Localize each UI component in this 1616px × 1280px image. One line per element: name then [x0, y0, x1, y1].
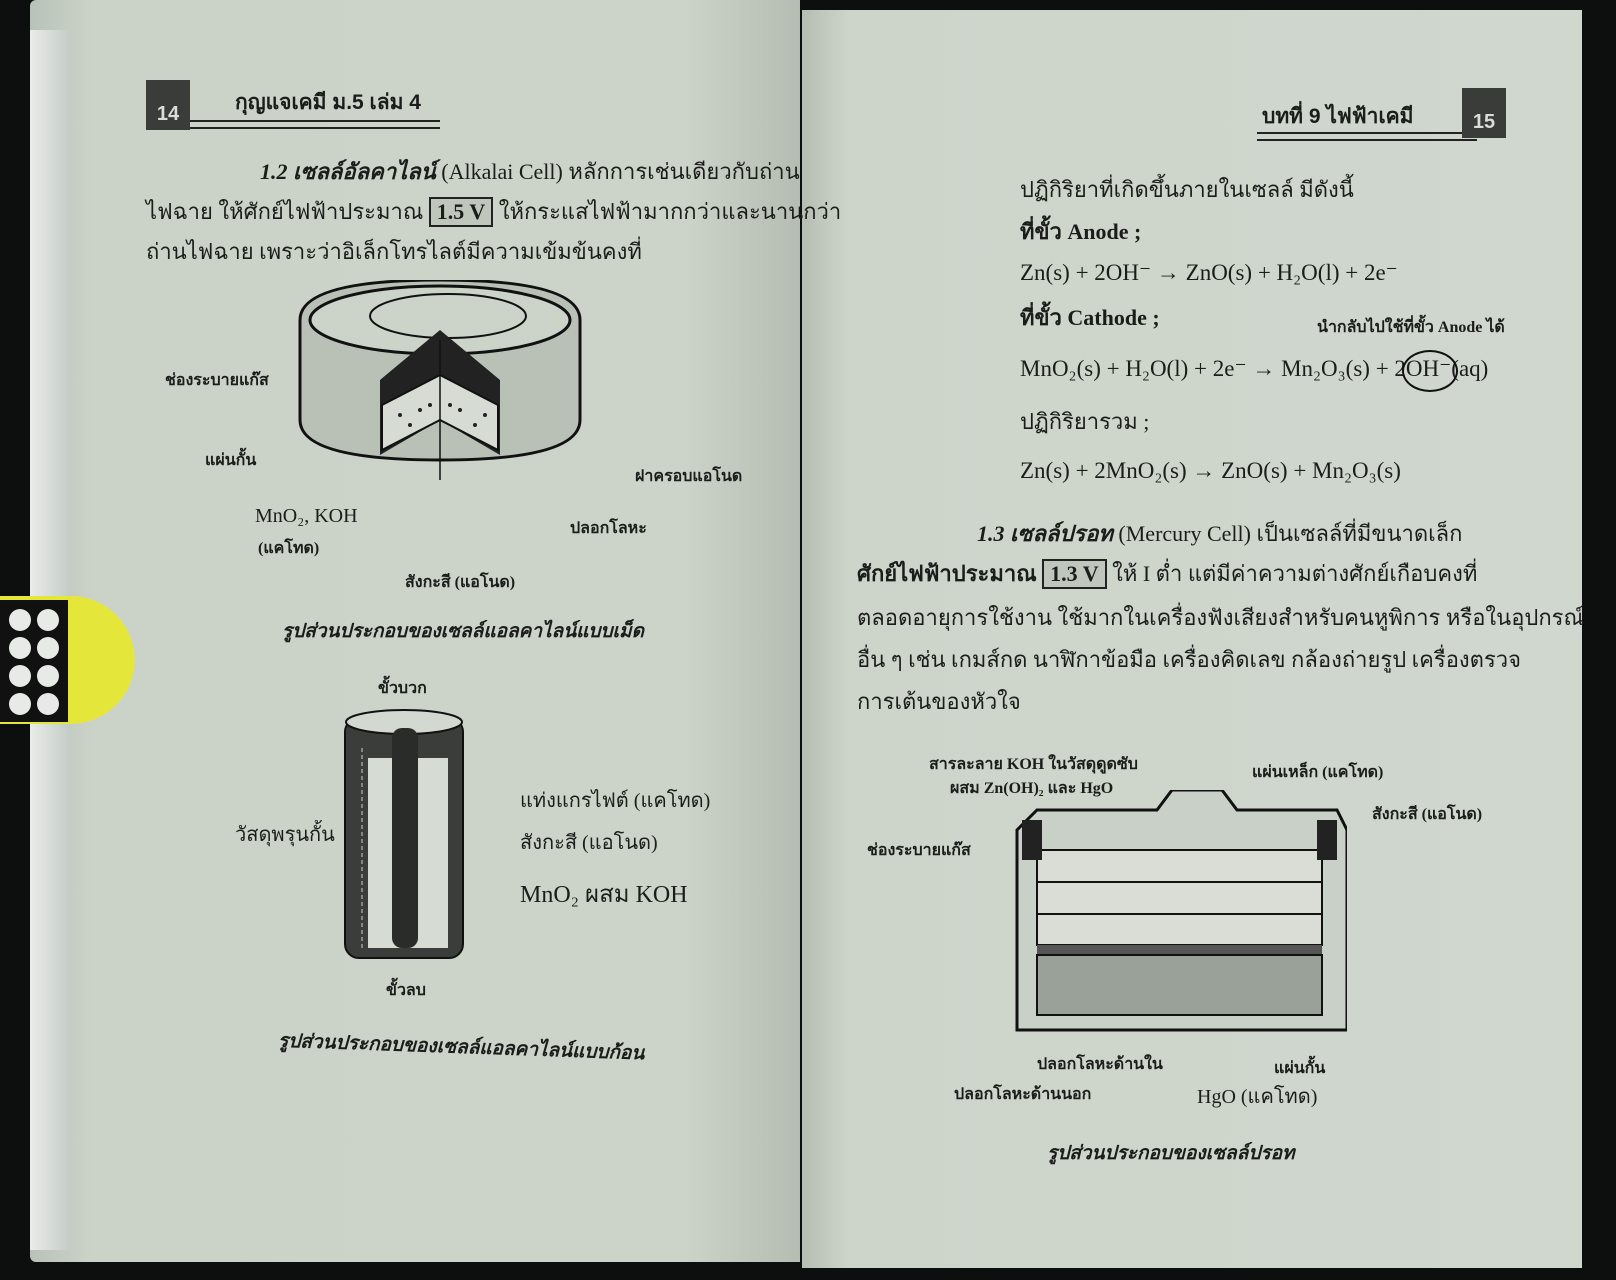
header-rule [1257, 132, 1477, 141]
page-number: 14 [146, 80, 190, 130]
paragraph-line: การเต้นของหัวใจ [857, 689, 1021, 714]
text: ไฟฉาย ให้ศักย์ไฟฟ้าประมาณ [146, 199, 424, 224]
paragraph-line: อื่น ๆ เช่น เกมส์กด นาฬิกาข้อมือ เครื่อง… [857, 647, 1522, 672]
anode-equation: Zn(s) + 2OH⁻ → ZnO(s) + H₂O(l) + 2e⁻ [1020, 260, 1398, 285]
label-separator: แผ่นกั้น [1274, 1060, 1326, 1077]
bookmark-pattern [0, 600, 68, 722]
label-zinc: สังกะสี (แอโนด) [1372, 806, 1483, 823]
label-negative: ขั้วลบ [386, 982, 426, 999]
label-gas-vent: ช่องระบายแก๊ส [165, 372, 269, 389]
text: ให้กระแสไฟฟ้ามากกว่าและนานกว่า [498, 199, 842, 224]
cylinder-cell-diagram [344, 709, 464, 959]
paragraph-line: 1.2 เซลล์อัลคาไลน์ (Alkalai Cell) หลักกา… [260, 154, 800, 189]
overall-equation: Zn(s) + 2MnO₂(s) → ZnO(s) + Mn₂O₃(s) [1020, 458, 1401, 483]
text: (Alkalai Cell) หลักการเช่นเดียวกับถ่าน [441, 159, 800, 184]
label-inner-case: ปลอกโลหะด้านใน [1037, 1056, 1163, 1073]
button-cell-diagram [298, 280, 582, 480]
label-gas-vent: ช่องระบายแก๊ส [867, 842, 971, 859]
figure-caption: รูปส่วนประกอบของเซลล์แอลคาไลน์แบบเม็ด [282, 621, 644, 642]
paragraph-line: ศักย์ไฟฟ้าประมาณ 1.3 V ให้ I ต่ำ แต่มีค่… [857, 556, 1477, 591]
label-graphite: แท่งแกรไฟต์ (แคโทด) [520, 790, 711, 812]
header-rule [190, 120, 440, 129]
label-mix: MnO₂ ผสม KOH [520, 882, 688, 908]
right-page: บทที่ 9 ไฟฟ้าเคมี 15 ปฏิกิริยาที่เกิดขึ้… [802, 10, 1584, 1268]
section-heading: 1.3 เซลล์ปรอท [977, 521, 1113, 546]
paragraph-line: ถ่านไฟฉาย เพราะว่าอิเล็กโทรไลต์มีความเข้… [146, 239, 642, 264]
label-electrolyte: ผสม Zn(OH)₂ และ HgO [950, 780, 1114, 797]
label-positive: ขั้วบวก [378, 680, 427, 697]
oh-circle-highlight [1402, 350, 1458, 392]
overall-label: ปฏิกิริยารวม ; [1020, 409, 1150, 434]
left-page: 14 กุญแจเคมี ม.5 เล่ม 4 1.2 เซลล์อัลคาไล… [30, 0, 841, 1262]
label-hgo: HgO (แคโทด) [1197, 1086, 1318, 1108]
section-heading: 1.2 เซลล์อัลคาไลน์ [260, 159, 436, 184]
text: ให้ I ต่ำ แต่มีค่าความต่างศักย์เกือบคงที… [1112, 561, 1478, 586]
anode-label: ที่ขั้ว Anode ; [1020, 219, 1142, 244]
label-porous: วัสดุพรุนกั้น [235, 824, 335, 846]
text: (Mercury Cell) เป็นเซลล์ที่มีขนาดเล็ก [1118, 521, 1463, 546]
figure-caption: รูปส่วนประกอบของเซลล์แอลคาไลน์แบบก้อน [277, 1030, 645, 1065]
label-outer-case: ปลอกโลหะด้านนอก [954, 1086, 1092, 1103]
label-anode-cap: ฝาครอบแอโนด [635, 468, 743, 485]
voltage-box: 1.5 V [428, 197, 494, 227]
label-metal-case: ปลอกโลหะ [570, 520, 647, 537]
cathode-label: ที่ขั้ว Cathode ; [1020, 305, 1160, 330]
label-cathode-note: (แคโทด) [258, 540, 320, 557]
text: ศักย์ไฟฟ้าประมาณ [857, 561, 1037, 586]
label-zinc: สังกะสี (แอโนด) [405, 574, 516, 591]
label-zinc: สังกะสี (แอโนด) [520, 832, 658, 854]
label-electrolyte: สารละลาย KOH ในวัสดุดูดซับ [929, 756, 1138, 773]
cathode-note: นำกลับไปใช้ที่ขั้ว Anode ได้ [1317, 319, 1505, 336]
figure-caption: รูปส่วนประกอบของเซลล์ปรอท [1047, 1143, 1295, 1164]
paragraph-line: ตลอดอายุการใช้งาน ใช้มากในเครื่องฟังเสีย… [857, 605, 1584, 630]
header-title: บทที่ 9 ไฟฟ้าเคมี [1262, 105, 1414, 128]
mercury-cell-diagram [1015, 790, 1347, 1032]
paragraph-line: ไฟฉาย ให้ศักย์ไฟฟ้าประมาณ 1.5 V ให้กระแส… [146, 194, 841, 229]
page-number: 15 [1462, 88, 1506, 138]
label-separator: แผ่นกั้น [205, 452, 257, 469]
label-cathode-mix: MnO₂, KOH [255, 505, 358, 527]
label-steel-plate: แผ่นเหล็ก (แคโทด) [1252, 764, 1384, 781]
voltage-box: 1.3 V [1042, 559, 1107, 589]
reactions-intro: ปฏิกิริยาที่เกิดขึ้นภายในเซลล์ มีดังนี้ [1020, 177, 1354, 202]
paragraph-line: 1.3 เซลล์ปรอท (Mercury Cell) เป็นเซลล์ที… [977, 516, 1462, 551]
header-title: กุญแจเคมี ม.5 เล่ม 4 [235, 91, 421, 114]
